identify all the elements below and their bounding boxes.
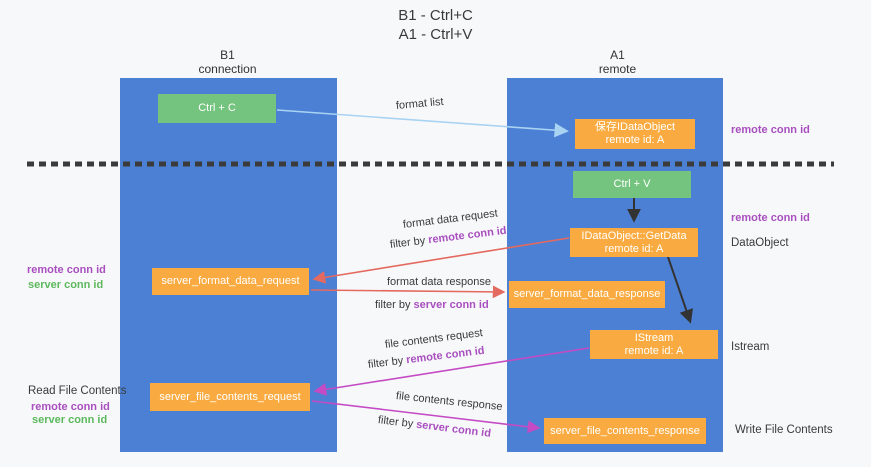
ctrl-v-label: Ctrl + V <box>613 178 651 190</box>
istream-line1: IStream <box>634 331 674 344</box>
left-server-conn-id-label: server conn id <box>28 279 104 291</box>
server-conn-id-text: server conn id <box>413 299 489 311</box>
remote-conn-id-text: remote conn id <box>405 344 486 367</box>
ctrl-v-box: Ctrl + V <box>573 171 691 198</box>
right-column-subtitle: remote <box>598 62 637 76</box>
filter-by-text: filter by <box>377 414 417 431</box>
server-format-data-response-label: server_format_data_response <box>513 288 661 300</box>
server-file-contents-response-box: server_file_contents_response <box>544 418 706 444</box>
istream-side-label: Istream <box>731 341 770 353</box>
left-server-conn-id-label-2: server conn id <box>32 414 108 426</box>
server-format-data-request-box: server_format_data_request <box>152 268 309 295</box>
title-line-2: A1 - Ctrl+V <box>398 26 473 43</box>
format-list-label: format list <box>395 95 445 112</box>
left-column-subtitle: connection <box>198 62 257 76</box>
read-file-contents-label: Read File Contents <box>28 385 127 397</box>
filter-by-text: filter by <box>367 354 407 371</box>
format-data-response-arrow <box>310 285 506 299</box>
diagram-title: B1 - Ctrl+C A1 - Ctrl+V <box>0 6 871 44</box>
format-data-response-filter-label: filter by server conn id <box>375 299 489 311</box>
server-conn-id-text: server conn id <box>415 418 492 440</box>
left-remote-conn-id-label: remote conn id <box>27 264 106 276</box>
getdata-line1: IDataObject::GetData <box>581 229 687 242</box>
filter-by-text: filter by <box>375 299 414 311</box>
right-column-header: A1 remote <box>550 48 685 76</box>
getdata-box: IDataObject::GetData remote id: A <box>570 228 698 257</box>
write-file-contents-label: Write File Contents <box>735 424 833 436</box>
server-file-contents-response-label: server_file_contents_response <box>550 424 700 437</box>
right-remote-conn-id-top-label: remote conn id <box>731 124 810 136</box>
left-column-name: B1 <box>220 48 235 62</box>
title-line-1: B1 - Ctrl+C <box>398 7 473 24</box>
remote-conn-id-text: remote conn id <box>427 224 508 247</box>
save-dataobject-box: 保存IDataObject remote id: A <box>575 119 695 149</box>
filter-by-text: filter by <box>389 234 429 251</box>
right-column-name: A1 <box>610 48 625 62</box>
ctrl-c-box: Ctrl + C <box>158 94 276 123</box>
server-format-data-response-box: server_format_data_response <box>509 281 665 308</box>
server-format-data-request-label: server_format_data_request <box>161 275 300 287</box>
file-contents-response-filter-label: filter by server conn id <box>377 414 491 440</box>
server-file-contents-request-label: server_file_contents_request <box>159 390 301 403</box>
save-dataobject-line2: remote id: A <box>605 134 665 146</box>
save-dataobject-line1: 保存IDataObject <box>594 121 676 133</box>
file-contents-response-label: file contents response <box>395 390 504 414</box>
format-data-response-label: format data response <box>387 276 491 288</box>
left-remote-conn-id-label-2: remote conn id <box>31 401 110 413</box>
istream-line2: remote id: A <box>624 344 684 357</box>
ctrl-c-label: Ctrl + C <box>198 102 236 114</box>
dataobject-label: DataObject <box>731 237 789 249</box>
server-file-contents-request-box: server_file_contents_request <box>150 383 310 411</box>
right-remote-conn-id-mid-label: remote conn id <box>731 212 810 224</box>
getdata-line2: remote id: A <box>604 242 664 255</box>
istream-box: IStream remote id: A <box>590 330 718 359</box>
left-column-header: B1 connection <box>160 48 295 76</box>
